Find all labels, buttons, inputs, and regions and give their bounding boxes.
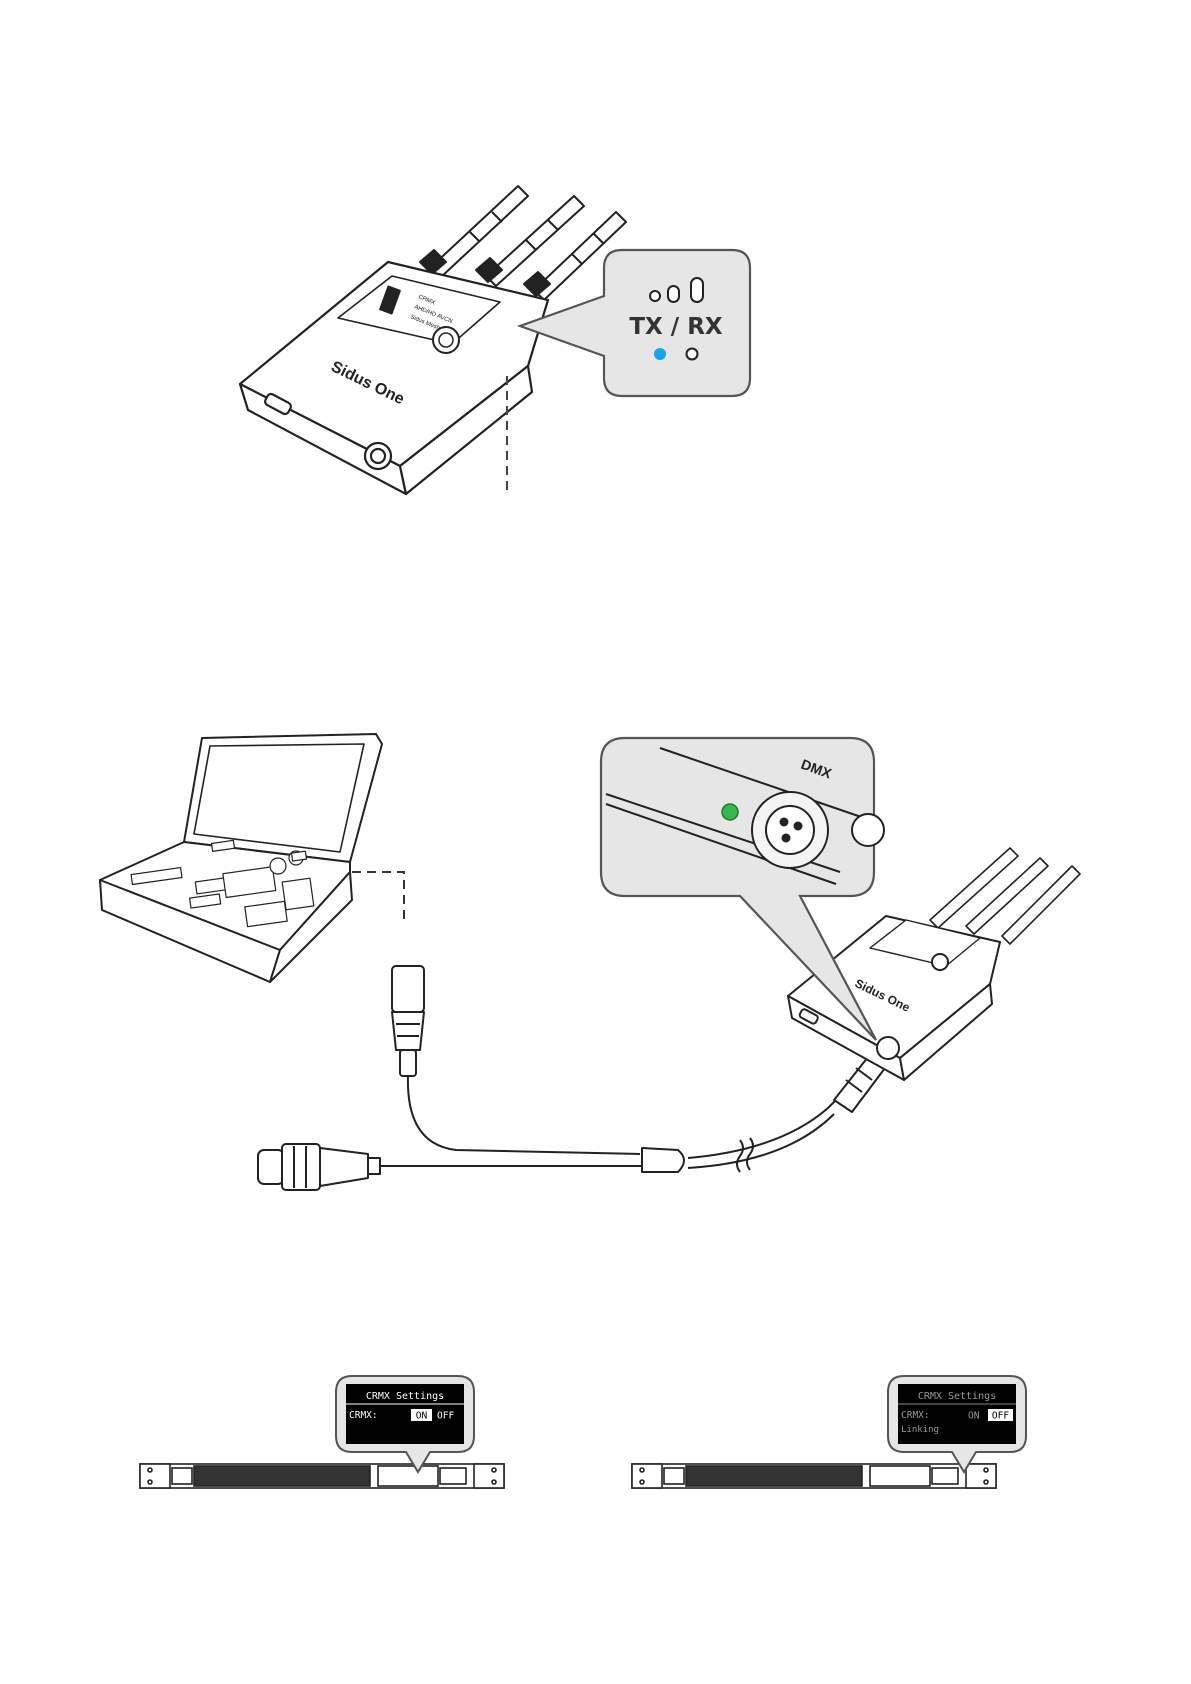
cable-break-mark — [737, 1140, 743, 1172]
cable-main — [408, 1076, 640, 1154]
xlr-female-connector — [258, 1144, 380, 1190]
dmx-port-callout: DMX — [601, 738, 884, 1040]
adjacent-port-closeup — [852, 814, 884, 846]
lighting-console — [100, 734, 382, 982]
lcd-extra-line-right: Linking — [901, 1425, 939, 1435]
cable-splitter — [642, 1148, 684, 1172]
antenna-group-2 — [930, 848, 1080, 944]
large-indicator-icon — [691, 278, 703, 302]
fixture-left-control-panel — [378, 1466, 438, 1486]
cable-to-device — [688, 1100, 836, 1158]
device2-knob — [932, 954, 948, 970]
figure-3: CRMX Settings CRMX: ON OFF CRMX Settings… — [140, 1376, 1026, 1488]
lcd-on-option-right[interactable]: ON — [968, 1411, 980, 1422]
fixture-right-emitter — [686, 1466, 862, 1486]
console-screen — [194, 744, 364, 852]
small-indicator-icon — [650, 291, 660, 301]
fixture-right-control-panel — [870, 1466, 930, 1486]
fixture-left-end-cap — [140, 1464, 170, 1488]
tx-led — [654, 348, 666, 360]
lcd-title-left: CRMX Settings — [366, 1391, 444, 1402]
dmx-status-led — [722, 804, 738, 820]
device2-dmx-port — [877, 1037, 899, 1059]
lcd-off-option-left[interactable]: OFF — [437, 1411, 454, 1422]
crmx-screen-callout-right: CRMX Settings CRMX: ON OFF Linking — [888, 1376, 1026, 1472]
fixture-right-end-cap — [632, 1464, 662, 1488]
rx-led — [687, 349, 698, 360]
console-dashed-link — [352, 872, 404, 924]
lcd-off-option-right[interactable]: OFF — [992, 1411, 1009, 1422]
crmx-screen-callout-left: CRMX Settings CRMX: ON OFF — [336, 1376, 474, 1472]
cable-to-device-2 — [688, 1114, 834, 1168]
lcd-row-label-right: CRMX: — [901, 1410, 930, 1421]
xlr-male-connector — [392, 966, 424, 1076]
rack-fixture-right — [632, 1464, 996, 1488]
fixture-left-emitter — [194, 1466, 370, 1486]
lcd-row-label-left: CRMX: — [349, 1410, 378, 1421]
lcd-on-option-left[interactable]: ON — [416, 1411, 428, 1422]
figure-1: Sidus One CRMX AHD/HD AVCN Sidus Mesh TX… — [240, 186, 750, 496]
callout-title: TX / RX — [629, 314, 723, 340]
medium-indicator-icon — [668, 286, 679, 302]
figure-2: Sidus One DMX — [100, 734, 1080, 1190]
rack-fixture-left — [140, 1464, 504, 1488]
lcd-title-right: CRMX Settings — [918, 1391, 996, 1402]
